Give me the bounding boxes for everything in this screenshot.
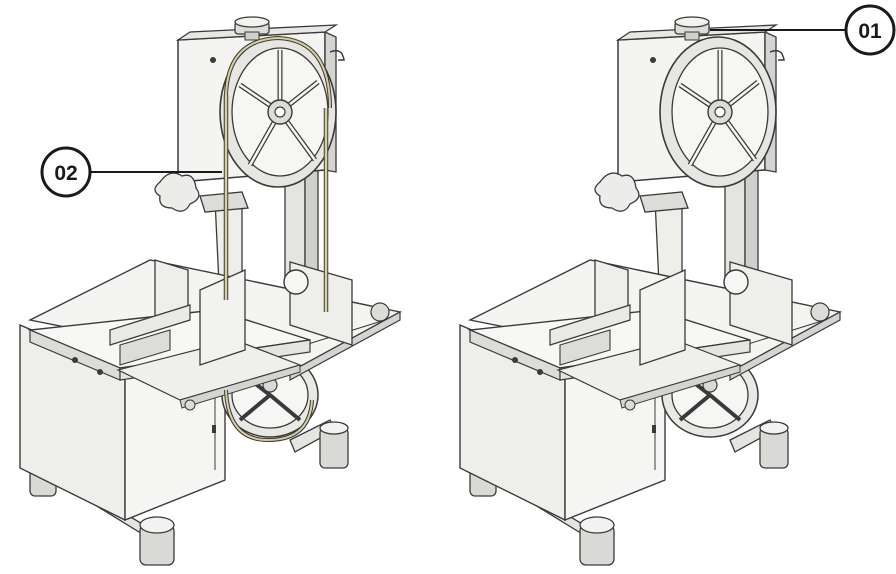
callout-02-label: 02 [54, 162, 77, 185]
saw-blade [223, 35, 332, 443]
callout-01: 01 [710, 4, 896, 56]
callout-01-label: 01 [858, 20, 882, 43]
callout-02: 02 [40, 146, 222, 198]
band-saw-left [20, 17, 400, 565]
band-saw-right [460, 17, 840, 565]
